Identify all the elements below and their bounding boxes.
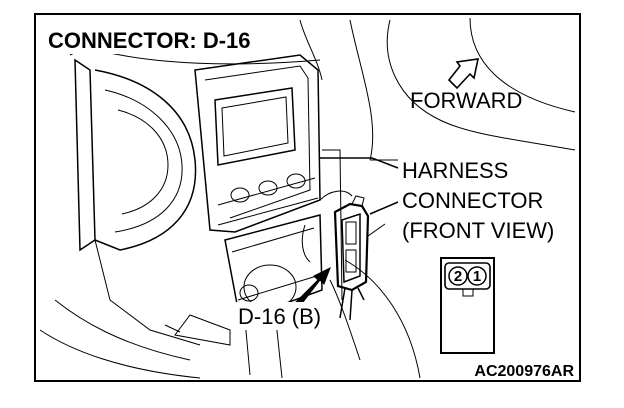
- harness-leader-line: [320, 157, 399, 169]
- harness-label-line2: CONNECTOR: [402, 188, 543, 213]
- connector-front-view: 2 1: [440, 257, 495, 354]
- harness-connector: [333, 195, 386, 321]
- harness-label-line1: HARNESS: [402, 158, 508, 183]
- forward-label: FORWARD: [410, 88, 522, 113]
- connector-pointer-arrow: [295, 266, 331, 307]
- figure-id: AC200976AR: [474, 363, 574, 380]
- pin-1-label: 1: [473, 268, 481, 285]
- pin-1: [467, 266, 487, 286]
- connector-callout-label: D-16 (B): [238, 304, 321, 329]
- diagram-title: CONNECTOR: D-16: [48, 28, 251, 53]
- connector-leader-line: [369, 201, 399, 215]
- pin-2: [448, 266, 468, 286]
- pin-2-label: 2: [454, 268, 462, 285]
- harness-label-line3: (FRONT VIEW): [402, 218, 554, 243]
- dashboard-line-art: [39, 17, 576, 379]
- forward-arrow: [447, 58, 480, 90]
